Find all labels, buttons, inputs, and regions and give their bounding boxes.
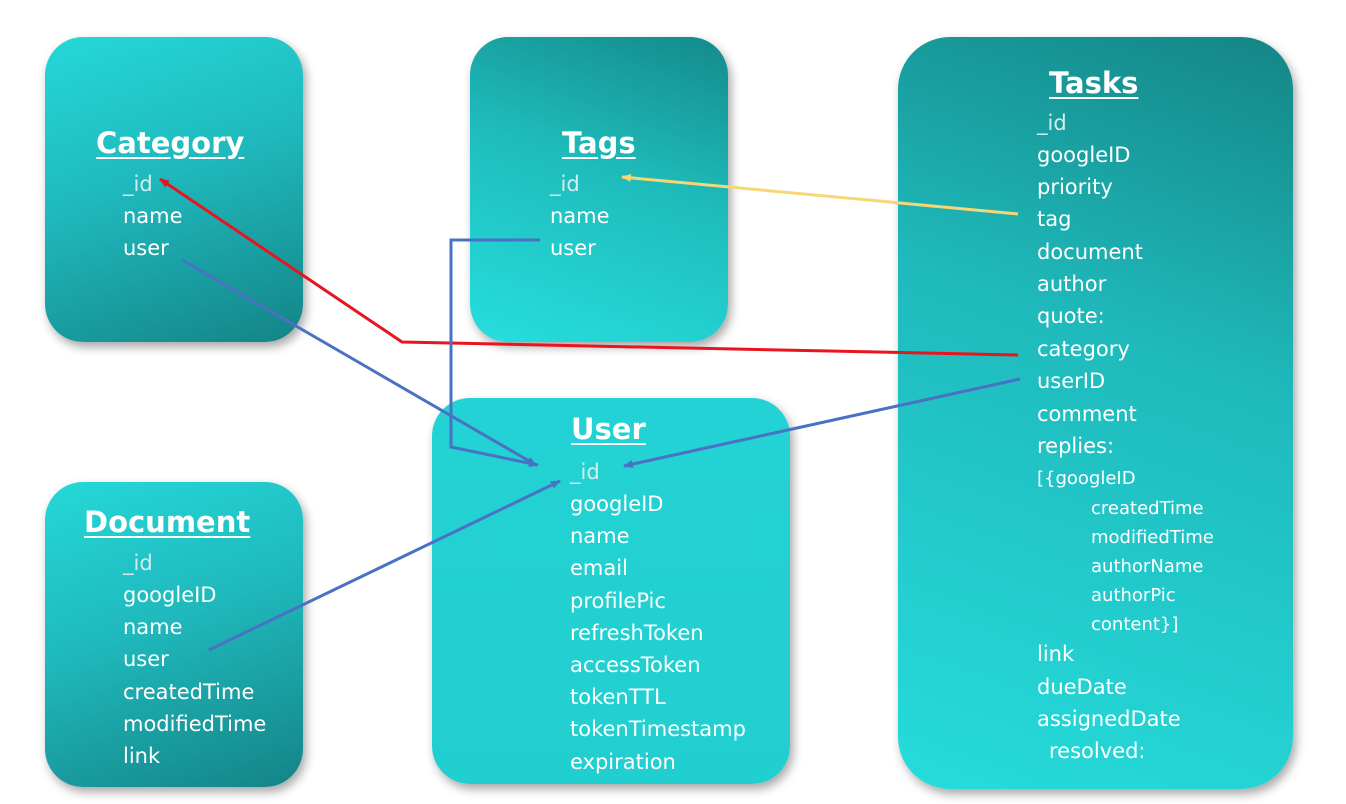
category-title: Category bbox=[96, 126, 245, 160]
tasks-field-userid: userID bbox=[1037, 369, 1106, 393]
tasks-title: Tasks bbox=[1049, 66, 1139, 100]
tasks-reply-author-pic: authorPic bbox=[1091, 585, 1176, 606]
tags-field-id: _id bbox=[550, 172, 580, 196]
tasks-field-category: category bbox=[1037, 337, 1130, 361]
tasks-field-assigned-date: assignedDate bbox=[1037, 707, 1181, 731]
tasks-field-id: _id bbox=[1037, 111, 1067, 135]
category-field-id: _id bbox=[123, 172, 153, 196]
tasks-reply-modified-time: modifiedTime bbox=[1091, 527, 1214, 548]
document-entity: Document _id googleID name user createdT… bbox=[45, 482, 303, 787]
tasks-field-quote: quote: bbox=[1037, 304, 1105, 328]
tasks-field-googleid: googleID bbox=[1037, 143, 1131, 167]
user-field-token-ttl: tokenTTL bbox=[570, 685, 666, 709]
tasks-field-link: link bbox=[1037, 642, 1075, 666]
document-field-id: _id bbox=[123, 551, 153, 575]
tasks-field-document: document bbox=[1037, 240, 1143, 264]
tasks-field-tag: tag bbox=[1037, 207, 1072, 231]
user-field-refresh-token: refreshToken bbox=[570, 621, 704, 645]
document-field-created-time: createdTime bbox=[123, 680, 255, 704]
user-field-expiration: expiration bbox=[570, 750, 676, 774]
tasks-field-replies: replies: bbox=[1037, 434, 1115, 458]
document-field-user: user bbox=[123, 647, 169, 671]
user-field-access-token: accessToken bbox=[570, 653, 701, 677]
user-field-name: name bbox=[570, 524, 630, 548]
tasks-field-author: author bbox=[1037, 272, 1107, 296]
document-field-modified-time: modifiedTime bbox=[123, 712, 267, 736]
tasks-field-priority: priority bbox=[1037, 175, 1113, 199]
tags-field-user: user bbox=[550, 236, 596, 260]
document-field-name: name bbox=[123, 615, 183, 639]
tasks-entity: Tasks _id googleID priority tag document… bbox=[898, 37, 1293, 789]
document-field-googleid: googleID bbox=[123, 583, 217, 607]
tags-entity: Tags _id name user bbox=[470, 37, 728, 342]
user-entity: User _id googleID name email profilePic … bbox=[432, 398, 790, 784]
tasks-replies-open: [{googleID bbox=[1037, 468, 1136, 489]
user-field-profile-pic: profilePic bbox=[570, 589, 666, 613]
tags-field-name: name bbox=[550, 204, 610, 228]
user-field-token-timestamp: tokenTimestamp bbox=[570, 717, 746, 741]
category-field-name: name bbox=[123, 204, 183, 228]
category-entity: Category _id name user bbox=[45, 37, 303, 342]
tasks-reply-content: content}] bbox=[1091, 614, 1179, 635]
tasks-field-due-date: dueDate bbox=[1037, 675, 1127, 699]
document-field-link: link bbox=[123, 744, 161, 768]
tasks-reply-author-name: authorName bbox=[1091, 556, 1204, 577]
tags-title: Tags bbox=[562, 126, 636, 160]
category-field-user: user bbox=[123, 236, 169, 260]
tasks-field-resolved: resolved: bbox=[1049, 739, 1146, 763]
user-title: User bbox=[571, 412, 646, 446]
tasks-field-comment: comment bbox=[1037, 402, 1137, 426]
document-title: Document bbox=[84, 505, 251, 539]
tasks-reply-created-time: createdTime bbox=[1091, 498, 1204, 519]
user-field-email: email bbox=[570, 556, 628, 580]
user-field-id: _id bbox=[570, 460, 600, 484]
user-field-googleid: googleID bbox=[570, 492, 664, 516]
